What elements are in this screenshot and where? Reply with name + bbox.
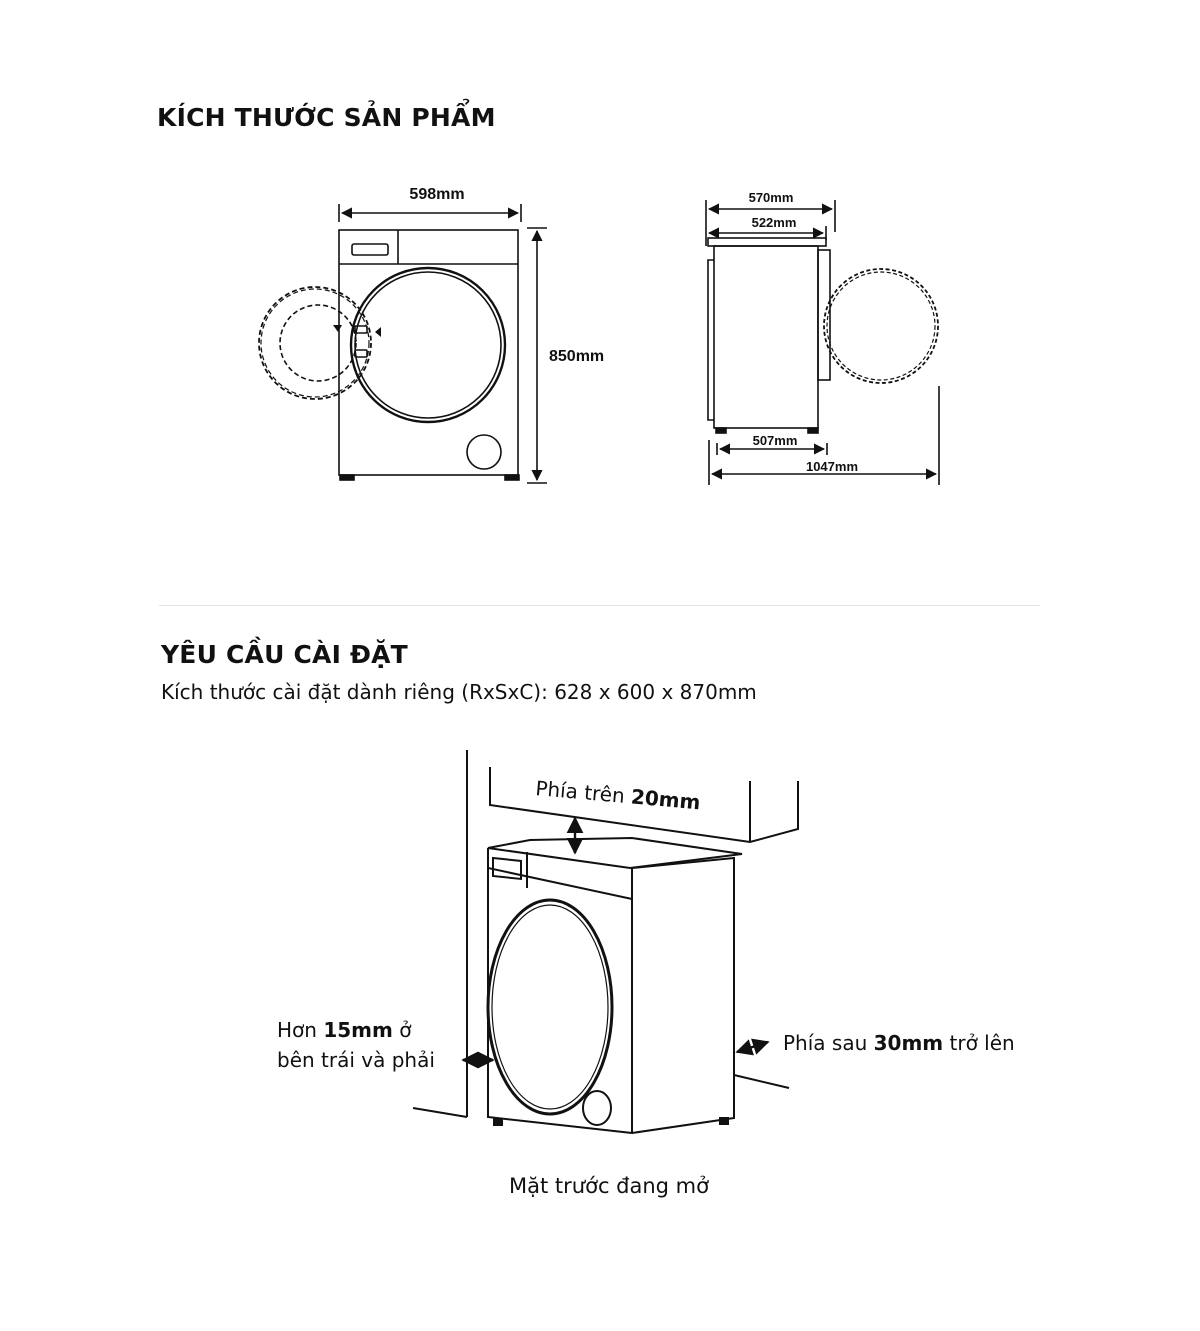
back-clearance-arrow — [735, 1038, 770, 1056]
open-door-outer — [258, 286, 372, 400]
side-top-panel — [707, 237, 827, 247]
height-dimension — [527, 227, 547, 484]
side-view — [707, 237, 939, 434]
washer-drain — [582, 1090, 612, 1126]
top-clearance-label: Phía trên 20mm — [535, 776, 702, 814]
side-feet-label: 507mm — [753, 433, 798, 448]
width-label: 598mm — [409, 186, 464, 203]
section-divider — [159, 605, 1040, 606]
front-view — [258, 229, 520, 481]
clearance-arrows — [461, 816, 770, 1069]
drain-filter — [466, 434, 502, 470]
install-scene — [412, 750, 799, 1135]
washer-top — [487, 836, 743, 870]
side-clearance-label-line2: bên trái và phải — [277, 1048, 435, 1072]
side-top-inner-label: 522mm — [752, 215, 797, 230]
open-door-inner — [279, 304, 357, 382]
door-ring — [349, 266, 507, 424]
side-total-label: 1047mm — [806, 459, 858, 474]
control-display — [351, 243, 389, 256]
front-open-caption: Mặt trước đang mở — [509, 1174, 709, 1198]
install-subtitle: Kích thước cài đặt dành riêng (RxSxC): 6… — [161, 680, 757, 704]
install-heading: YÊU CẦU CÀI ĐẶT — [161, 640, 408, 669]
height-label: 850mm — [549, 348, 604, 365]
side-clearance-label: Hơn 15mm ở — [277, 1018, 412, 1042]
washer-door — [486, 898, 614, 1116]
back-clearance-label: Phía sau 30mm trở lên — [783, 1031, 1015, 1055]
product-size-heading: KÍCH THƯỚC SẢN PHẨM — [157, 103, 496, 132]
width-dimension — [338, 204, 522, 222]
side-dimensions — [705, 200, 940, 485]
side-top-outer-label: 570mm — [749, 190, 794, 205]
side-body — [713, 245, 819, 429]
side-open-door — [823, 268, 939, 384]
washer-body-front — [338, 229, 519, 476]
